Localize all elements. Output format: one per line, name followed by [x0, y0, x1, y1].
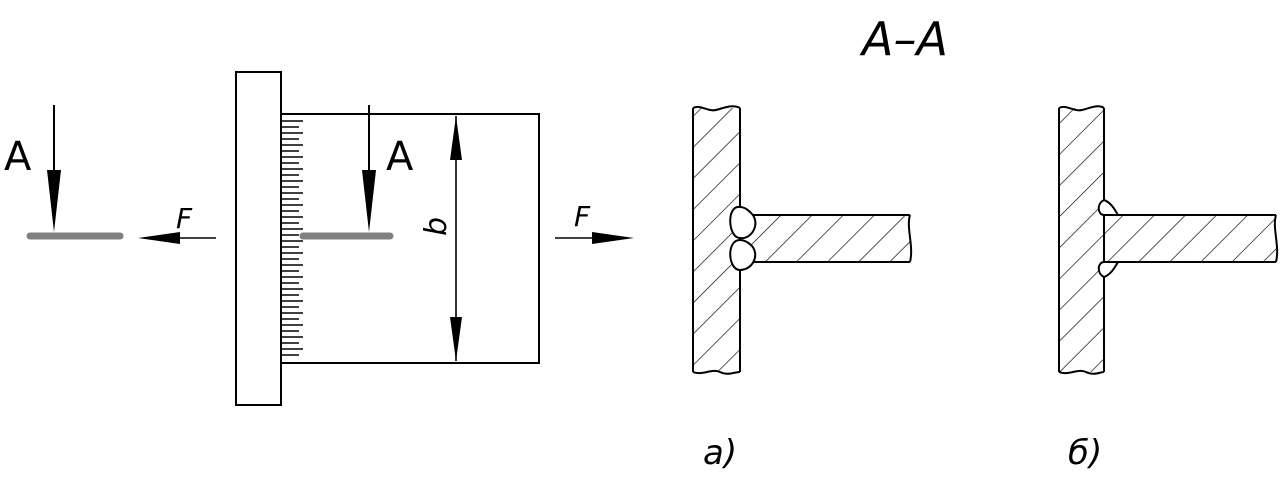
plate-b-outline	[1104, 214, 1279, 263]
plate-a-hatch	[748, 215, 910, 262]
plate-b-hatch	[1104, 215, 1276, 262]
section-arrow-right	[362, 105, 376, 232]
wall-b-outline	[1058, 105, 1105, 375]
weld-b-bottom	[1097, 261, 1120, 279]
variant-a-label: а)	[703, 433, 737, 473]
section-variant-a	[692, 105, 913, 375]
section-variant-b	[1058, 105, 1279, 375]
weld-a-bottom	[729, 238, 757, 272]
force-arrow-right	[555, 232, 634, 244]
force-label-right: F	[574, 200, 591, 233]
weld-a-top	[729, 206, 757, 240]
attached-plate	[280, 113, 540, 364]
dimension-label-b: b	[419, 217, 454, 236]
plate-a-outline	[740, 214, 913, 263]
force-arrow-left	[138, 232, 216, 244]
dimension-line-b	[450, 116, 462, 361]
wall-a-hatch	[693, 108, 740, 372]
section-arrow-label-left: A	[4, 134, 32, 180]
force-label-left: F	[176, 202, 193, 235]
wall-a-outline	[692, 105, 741, 375]
base-plate	[235, 71, 282, 406]
section-title: A–A	[859, 12, 948, 66]
section-arrow-label-right: A	[386, 134, 414, 180]
weld-b-top	[1097, 198, 1120, 216]
wall-b-hatch	[1059, 108, 1104, 372]
section-arrow-left	[47, 105, 61, 232]
weld-seam-hatching	[282, 120, 303, 356]
front-view: A F A b F	[4, 71, 634, 406]
variant-b-label: б)	[1068, 433, 1102, 473]
